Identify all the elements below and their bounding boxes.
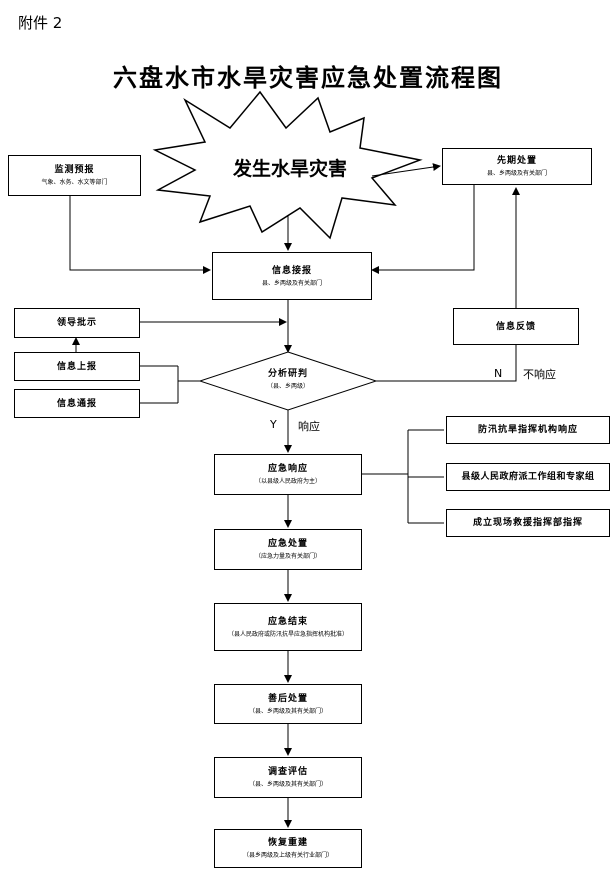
disposal-sub: （应急力量及有关部门） <box>254 553 321 560</box>
aftermath-title: 善后处置 <box>267 693 308 704</box>
monitoring-box: 监测预报 气象、水务、水文等部门 <box>8 155 141 196</box>
initial-title: 先期处置 <box>496 156 537 166</box>
side-box-onsite: 成立现场救援指挥部指挥 <box>446 509 610 537</box>
page-title: 六盘水市水旱灾害应急处置流程图 <box>113 63 503 92</box>
aftermath-box: 善后处置 （县、乡两级及其有关部门） <box>214 684 362 724</box>
disposal-box: 应急处置 （应急力量及有关部门） <box>214 529 362 570</box>
side-box-workgroup: 县级人民政府派工作组和专家组 <box>446 463 610 491</box>
rebuild-sub: （县乡两级及上级有关行业部门） <box>242 852 333 859</box>
end-title: 应急结束 <box>267 616 308 627</box>
rebuild-title: 恢复重建 <box>267 838 308 848</box>
report-up-title: 信息上报 <box>56 361 97 372</box>
info-receive-title: 信息接报 <box>271 265 312 276</box>
rebuild-box: 恢复重建 （县乡两级及上级有关行业部门） <box>214 829 362 868</box>
leader-box: 领导批示 <box>14 308 140 338</box>
initial-box: 先期处置 县、乡两级及有关部门 <box>442 148 592 185</box>
monitoring-sub: 气象、水务、水文等部门 <box>41 179 108 186</box>
report-notify-title: 信息通报 <box>56 398 97 409</box>
evaluation-title: 调查评估 <box>267 767 308 777</box>
feedback-box: 信息反馈 <box>453 308 579 345</box>
no-text: 不响应 <box>523 368 556 381</box>
no-letter: N <box>494 367 503 380</box>
event-burst-shape <box>152 90 423 240</box>
leader-title: 领导批示 <box>56 318 97 328</box>
response-title: 应急响应 <box>267 464 308 474</box>
analysis-sub: （县、乡两级） <box>266 383 309 390</box>
event-burst-label: 发生水旱灾害 <box>232 158 347 180</box>
disposal-title: 应急处置 <box>267 539 308 549</box>
yes-letter: Y <box>270 418 277 431</box>
initial-sub: 县、乡两级及有关部门 <box>486 170 547 177</box>
side-box-command: 防汛抗旱指挥机构响应 <box>446 416 610 444</box>
end-box: 应急结束 （县人民政府或防汛抗旱应急指挥机构批准） <box>214 603 362 651</box>
report-notify-box: 信息通报 <box>14 389 140 418</box>
evaluation-sub: （县、乡两级及其有关部门） <box>248 781 327 788</box>
side-command-title: 防汛抗旱指挥机构响应 <box>477 425 578 435</box>
response-sub: （以县级人民政府为主） <box>254 478 321 485</box>
report-up-box: 信息上报 <box>14 352 140 381</box>
analysis-title: 分析研判 <box>267 369 308 379</box>
side-workgroup-title: 县级人民政府派工作组和专家组 <box>461 472 595 482</box>
attachment-label: 附件 2 <box>18 14 63 32</box>
evaluation-box: 调查评估 （县、乡两级及其有关部门） <box>214 757 362 798</box>
info-receive-sub: 县、乡两级及有关部门 <box>261 279 322 287</box>
yes-text: 响应 <box>298 420 320 433</box>
monitoring-title: 监测预报 <box>54 165 95 175</box>
analysis-label: 分析研判 （县、乡两级） <box>228 368 348 391</box>
feedback-title: 信息反馈 <box>495 321 536 332</box>
response-box: 应急响应 （以县级人民政府为主） <box>214 454 362 495</box>
side-onsite-title: 成立现场救援指挥部指挥 <box>472 518 583 528</box>
aftermath-sub: （县、乡两级及其有关部门） <box>248 707 327 715</box>
info-receive-box: 信息接报 县、乡两级及有关部门 <box>212 252 372 300</box>
analysis-diamond <box>198 351 378 411</box>
end-sub: （县人民政府或防汛抗旱应急指挥机构批准） <box>227 630 348 638</box>
